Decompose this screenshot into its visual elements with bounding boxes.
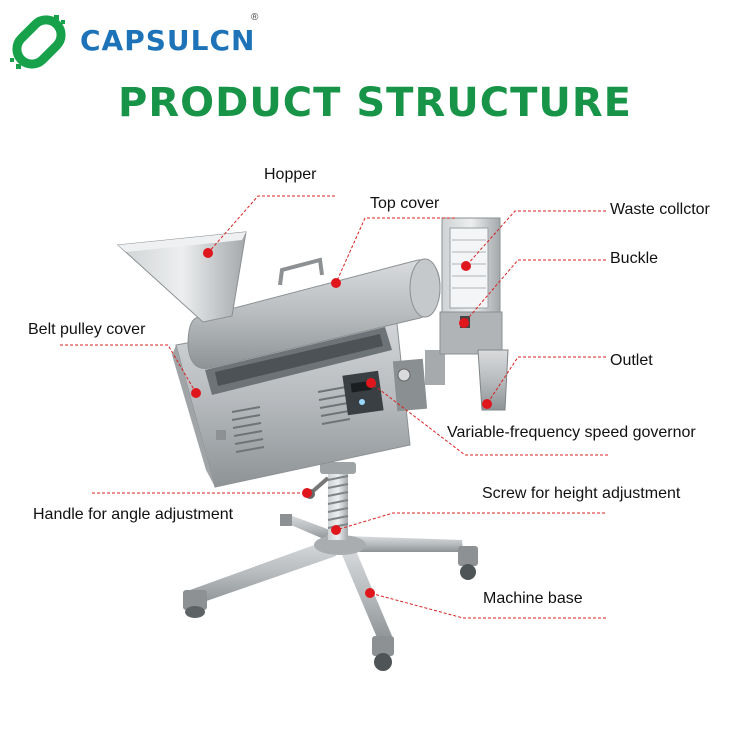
screw-height-dot [331, 525, 341, 535]
machine-base-dot [365, 588, 375, 598]
label-outlet: Outlet [610, 352, 653, 369]
machine-illustration [116, 217, 509, 671]
registered-mark: ® [251, 12, 259, 23]
brand-name: CAPSULCN [80, 24, 256, 57]
top-cover-dot [331, 278, 341, 288]
label-hopper: Hopper [264, 166, 317, 183]
label-waste-collector: Waste collctor [610, 201, 710, 218]
callout-dots [191, 248, 492, 598]
label-top-cover: Top cover [370, 195, 440, 212]
label-speed-governor: Variable-frequency speed governor [447, 424, 696, 441]
belt-pulley-cover-dot [191, 388, 201, 398]
label-screw-height: Screw for height adjustment [482, 485, 681, 502]
handle-angle-dot [302, 488, 312, 498]
waste-collector-dot [461, 261, 471, 271]
buckle-dot [459, 318, 469, 328]
leader-lines [60, 195, 608, 619]
hopper-dot [203, 248, 213, 258]
outlet-dot [482, 399, 492, 409]
label-buckle: Buckle [610, 250, 659, 267]
label-handle-angle: Handle for angle adjustment [33, 506, 234, 523]
speed-governor-dot [366, 378, 376, 388]
page-title: PRODUCT STRUCTURE [118, 80, 632, 126]
label-machine-base: Machine base [483, 590, 583, 607]
label-belt-pulley-cover: Belt pulley cover [28, 321, 146, 338]
capsulcn-logo [10, 15, 66, 69]
